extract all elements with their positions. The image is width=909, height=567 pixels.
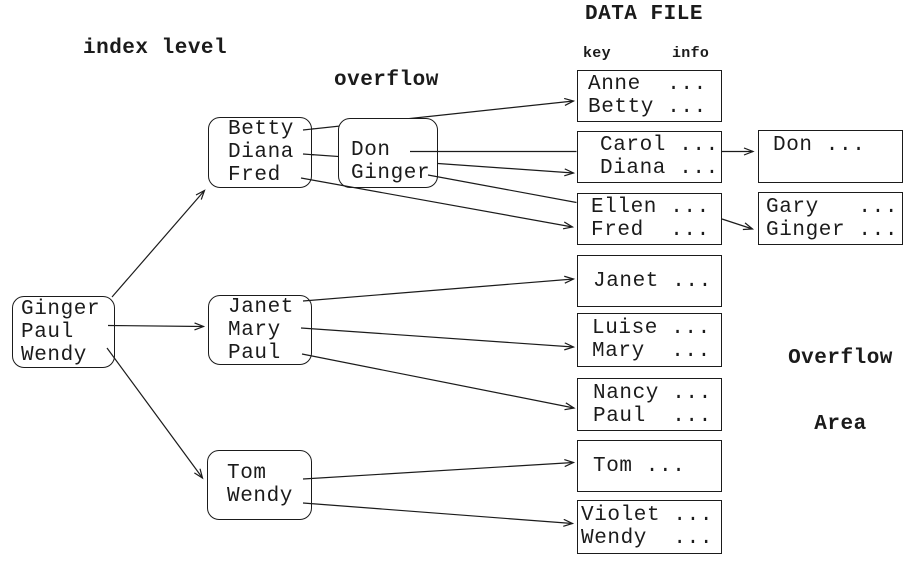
record-row: Gary ... xyxy=(766,195,899,219)
overflow-block-gary-ginger: Gary ... Ginger ... xyxy=(758,192,903,245)
record-row: Paul ... xyxy=(593,404,712,428)
record-row: Anne ... xyxy=(588,73,707,96)
record-row: Tom ... xyxy=(593,454,686,478)
index-entry: Betty xyxy=(228,118,295,141)
diana-pointer-stub xyxy=(302,153,315,156)
data-block-carol-diana: Carol ... Diana ... xyxy=(577,131,722,183)
index-entry: Don xyxy=(351,139,391,162)
record-row: Ellen ... xyxy=(591,196,710,219)
arrow-root-to-index2 xyxy=(107,326,204,327)
ginger-pointer-left-segment xyxy=(427,174,577,204)
record-row: Nancy ... xyxy=(593,381,712,405)
index-entry: Paul xyxy=(228,341,281,365)
index-box-tom-wendy: Tom Wendy xyxy=(207,450,312,520)
info-column-label: info xyxy=(672,45,710,62)
key-column-label: key xyxy=(583,45,611,62)
data-block-violet-wendy: Violet ... Wendy ... xyxy=(577,500,722,554)
record-row: Ginger ... xyxy=(766,218,899,242)
data-block-janet: Janet ... xyxy=(577,255,722,307)
data-block-ellen-fred: Ellen ... Fred ... xyxy=(577,193,722,245)
record-row: Betty ... xyxy=(588,96,707,119)
index-level-label: index level xyxy=(83,37,228,60)
betty-pointer-stub xyxy=(302,128,315,131)
arrow-fred-to-ellen-block xyxy=(300,177,573,227)
index-entry: Mary xyxy=(228,318,281,342)
index-entry: Wendy xyxy=(21,343,88,367)
data-block-nancy-paul: Nancy ... Paul ... xyxy=(577,378,722,431)
record-row: Don ... xyxy=(773,134,866,157)
index-entry: Paul xyxy=(21,320,74,344)
record-row: Janet ... xyxy=(593,269,712,293)
index-box-betty-diana-fred: Betty Diana Fred xyxy=(208,117,312,188)
record-row: Mary ... xyxy=(592,340,711,363)
data-file-title: DATA FILE xyxy=(585,3,703,26)
index-entry: Janet xyxy=(228,295,295,319)
record-row: Fred ... xyxy=(591,219,710,242)
index-entry: Tom xyxy=(227,462,267,485)
overflow-block-don: Don ... xyxy=(758,130,903,183)
arrow-janet-to-janet-block xyxy=(302,279,574,302)
overflow-area-label-line1: Overflow xyxy=(788,347,893,370)
overflow-label: overflow xyxy=(334,69,439,92)
index-box-janet-mary-paul: Janet Mary Paul xyxy=(208,295,312,365)
data-block-luise-mary: Luise ... Mary ... xyxy=(577,313,722,367)
arrow-to-ginger-overflow-block xyxy=(721,218,753,229)
arrow-root-to-index1 xyxy=(111,191,205,298)
record-row: Luise ... xyxy=(592,317,711,340)
index-entry: Fred xyxy=(228,164,281,187)
overflow-index-box-don-ginger: Don Ginger xyxy=(338,118,438,188)
index-entry: Ginger xyxy=(351,162,431,185)
index-entry: Wendy xyxy=(227,485,294,508)
index-entry: Diana xyxy=(228,141,295,164)
arrow-paul-to-nancy-block xyxy=(301,353,574,408)
index-root-box: Ginger Paul Wendy xyxy=(12,296,115,368)
record-row: Violet ... xyxy=(581,504,714,527)
arrow-root-to-index3 xyxy=(106,347,203,478)
data-block-anne-betty: Anne ... Betty ... xyxy=(577,70,722,122)
overflow-area-label: Overflow Area xyxy=(780,304,901,480)
index-entry: Ginger xyxy=(21,297,101,321)
overflow-area-label-line2: Area xyxy=(814,413,867,436)
arrow-tom-to-tom-block xyxy=(302,463,574,480)
data-block-tom: Tom ... xyxy=(577,440,722,492)
record-row: Wendy ... xyxy=(581,527,714,550)
record-row: Diana ... xyxy=(600,157,719,180)
arrow-wendy-to-violet-block xyxy=(302,502,573,524)
arrow-mary-to-luise-block xyxy=(300,327,574,347)
record-row: Carol ... xyxy=(600,134,719,157)
